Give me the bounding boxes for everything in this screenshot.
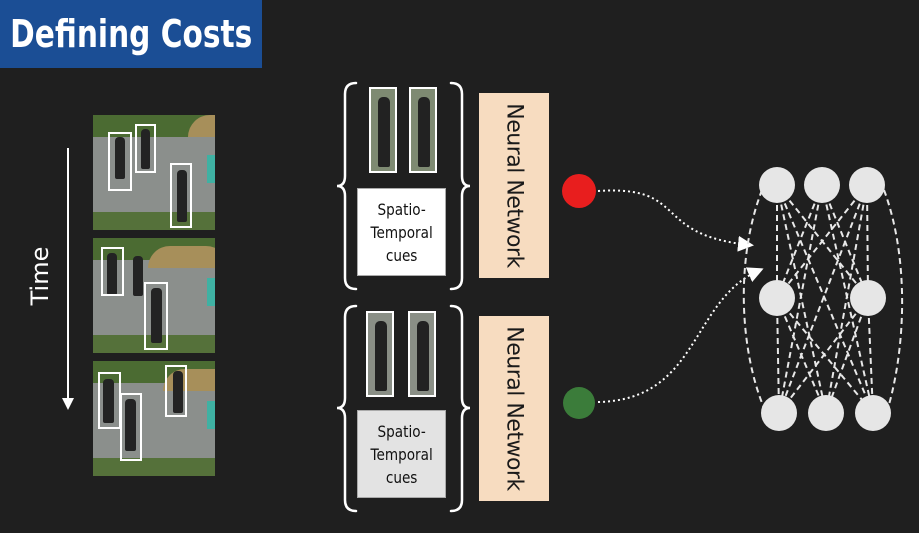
- graph-node: [808, 395, 844, 431]
- spatio-temporal-cues-box: Spatio- Temporal cues: [357, 188, 446, 276]
- neural-network-box: Neural Network: [479, 93, 549, 278]
- graph-node: [759, 280, 795, 316]
- bounding-box: [170, 163, 192, 228]
- person-crop: [408, 311, 436, 397]
- graph-nodes: [759, 167, 891, 431]
- slide-title: Defining Costs: [9, 12, 253, 56]
- title-banner: Defining Costs: [0, 0, 262, 68]
- bounding-box: [135, 124, 156, 173]
- neural-network-box: Neural Network: [479, 316, 549, 501]
- graph-node: [855, 395, 891, 431]
- cues-label: Spatio- Temporal cues: [370, 421, 433, 487]
- cost-dot-green: [563, 387, 595, 419]
- bounding-box: [101, 247, 124, 296]
- spatio-temporal-cues-box: Spatio- Temporal cues: [357, 410, 446, 498]
- graph-node: [804, 167, 840, 203]
- bounding-box: [120, 393, 142, 461]
- graph-node: [759, 167, 795, 203]
- person-crop: [409, 87, 437, 173]
- bounding-box: [144, 282, 168, 350]
- graph-edges: [742, 184, 904, 414]
- video-frame-1: [93, 115, 215, 230]
- bounding-box: [165, 365, 187, 417]
- person-crop: [369, 87, 397, 173]
- graph-node: [761, 395, 797, 431]
- video-frame-3: [93, 361, 215, 476]
- graph-node: [850, 280, 886, 316]
- graph-node: [849, 167, 885, 203]
- bounding-box: [108, 132, 132, 191]
- cost-dot-red: [562, 174, 596, 208]
- person-crop: [366, 311, 394, 397]
- cues-label: Spatio- Temporal cues: [370, 199, 433, 265]
- video-frame-2: [93, 238, 215, 353]
